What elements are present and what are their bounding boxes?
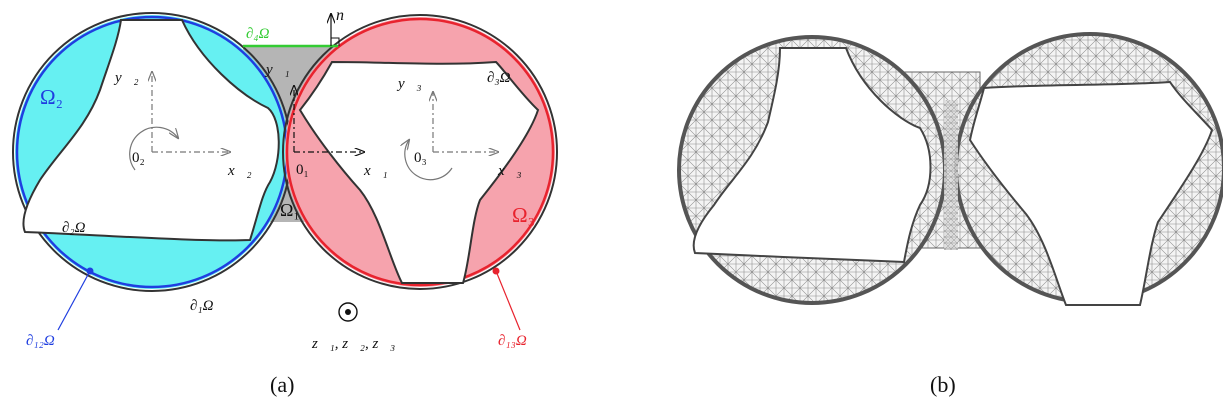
x2-label: x⃗₂ <box>227 163 252 179</box>
d3-label: ∂₃Ω <box>487 70 511 86</box>
d13-boundary <box>285 17 555 287</box>
y1-label: y⃗₁ <box>264 62 290 78</box>
caption-b: (b) <box>930 372 956 397</box>
d12-label: ∂₁₂Ω <box>26 333 55 349</box>
mesh-left-lobe <box>692 47 932 264</box>
d13-leader <box>495 270 521 331</box>
n-label: n⃗ <box>336 7 356 24</box>
left-axes <box>129 72 230 171</box>
o3-label: 0₃ <box>414 150 427 166</box>
o2-label: 0₂ <box>132 150 145 166</box>
omega2-label: Ω₂ <box>40 85 63 109</box>
mesh-right-lobe <box>968 80 1214 306</box>
omega1-label: Ω₁ <box>280 200 300 220</box>
panel-a: ∂₄Ω n⃗ ∂₃Ω ∂₂Ω ∂₁Ω ∂₁₂Ω ∂₁₃Ω Ω₂ Ω₃ Ω₁ y⃗… <box>12 7 558 397</box>
o1-label: 0₁ <box>296 162 309 178</box>
mesh-refined-zone <box>944 100 958 250</box>
d1-label: ∂₁Ω <box>190 298 214 314</box>
right-axes <box>405 92 498 181</box>
center-axes <box>294 86 364 152</box>
x3-label: x⃗₃ <box>497 163 522 179</box>
panel-b: (b) <box>677 32 1223 397</box>
d13-label: ∂₁₃Ω <box>498 333 527 349</box>
caption-a: (a) <box>270 372 294 397</box>
z-axis-symbol <box>338 302 358 322</box>
x1-label: x⃗₁ <box>363 163 388 179</box>
d4-label: ∂₄Ω <box>246 26 270 42</box>
y3-label: y⃗₃ <box>396 76 422 92</box>
d12-leader <box>57 270 91 331</box>
omega3-label: Ω₃ <box>512 203 535 227</box>
d2-label: ∂₂Ω <box>62 220 86 236</box>
y2-label: y⃗₂ <box>113 70 139 86</box>
z-label: z⃗₁, z⃗₂, z⃗₃ <box>311 336 395 352</box>
right-casing <box>282 14 558 290</box>
